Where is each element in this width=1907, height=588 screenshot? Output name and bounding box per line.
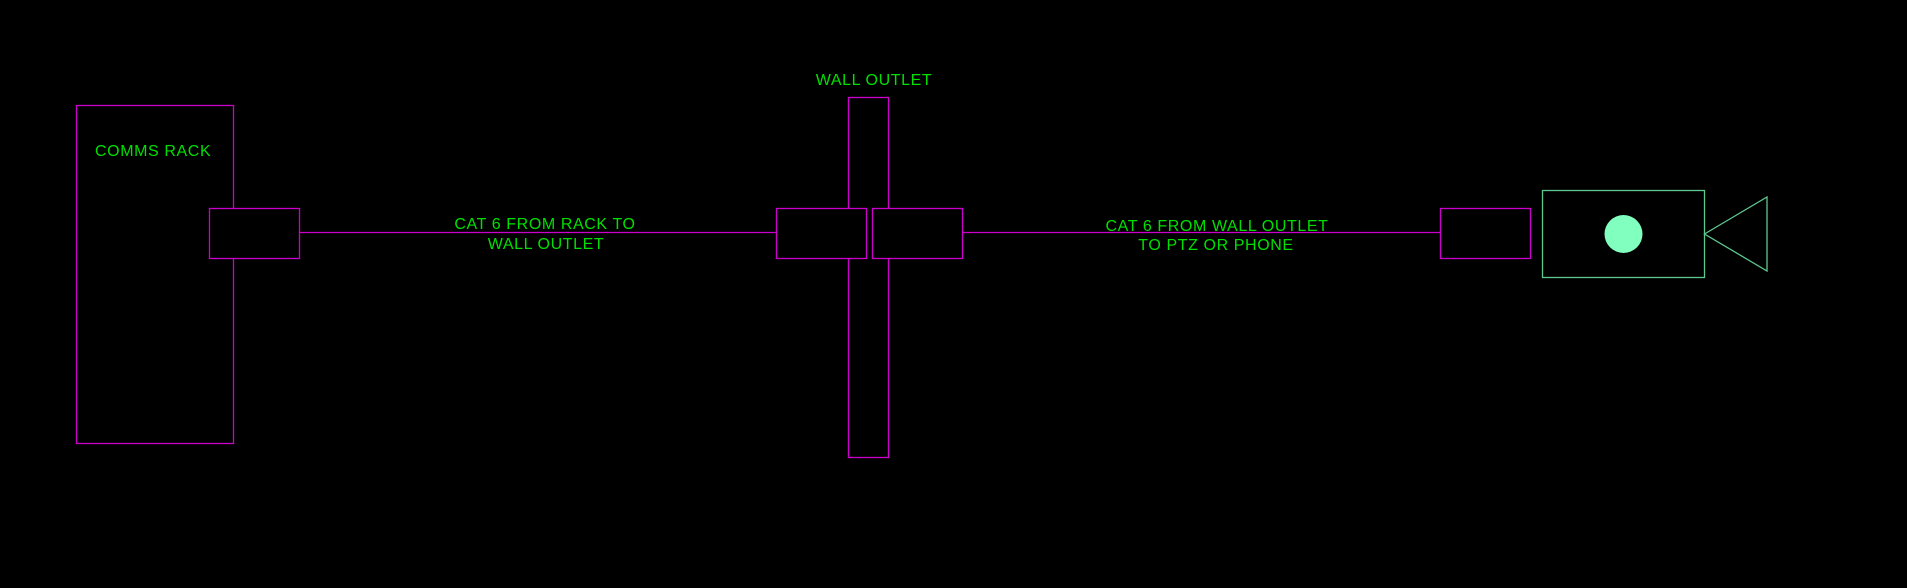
camera-viewfinder	[1703, 195, 1768, 273]
comms-rack	[75, 104, 235, 445]
cable1-label-line1: CAT 6 FROM RACK TO	[454, 216, 635, 233]
wall-outlet-plate	[847, 96, 890, 459]
cable2-label-line2: TO PTZ OR PHONE	[1138, 237, 1293, 254]
cable2-label-line1: CAT 6 FROM WALL OUTLET	[1105, 218, 1328, 235]
cable1-label-line2: WALL OUTLET	[488, 236, 605, 253]
rack-port	[208, 207, 301, 260]
device-port	[1439, 207, 1532, 260]
comms-rack-label: COMMS RACK	[95, 143, 211, 160]
outlet-jack-left	[775, 207, 868, 260]
ptz-camera-icon	[1541, 189, 1768, 279]
outlet-jack-right	[871, 207, 964, 260]
camera-lens	[1604, 215, 1643, 253]
wall-outlet-label: WALL OUTLET	[816, 72, 933, 89]
